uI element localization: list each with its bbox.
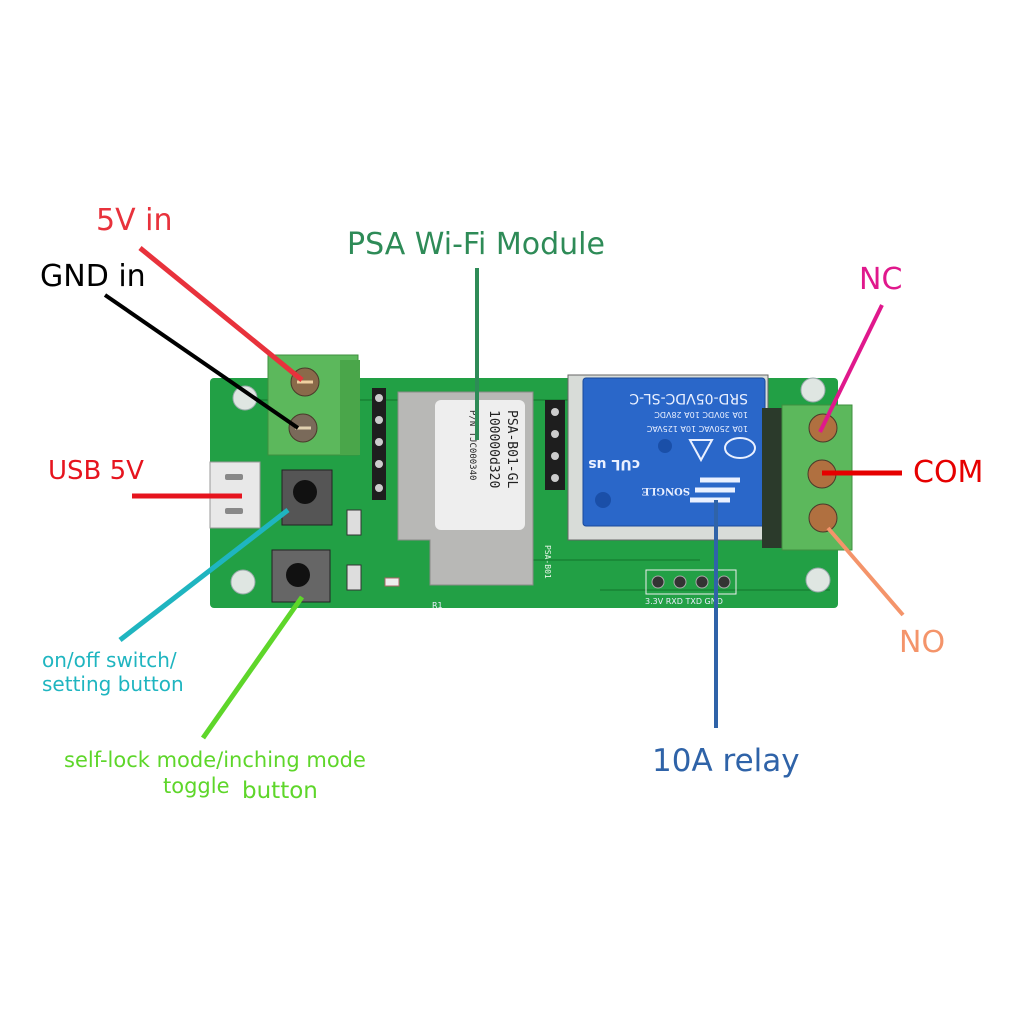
mount-hole-top-right <box>800 377 826 403</box>
relay-rating-text-1: 10A 250VAC 10A 125VAC <box>646 424 748 433</box>
module-pn-text: P/N TJC000340 <box>467 410 477 480</box>
label-selflock-line2b: button <box>242 778 318 804</box>
label-selflock-line1: self-lock mode/inching mode <box>64 748 366 772</box>
callout-line-5v-in <box>138 246 304 382</box>
callout-line-selflock <box>200 595 305 740</box>
pin-header-left <box>372 388 386 500</box>
label-gnd-in: GND in <box>40 259 146 294</box>
relay-triangle-icon <box>688 439 714 463</box>
label-no: NO <box>899 625 946 660</box>
module-label-sticker <box>435 400 525 530</box>
label-onoff-line2: setting button <box>42 672 184 696</box>
tactile-button-mode <box>271 549 331 603</box>
smd-resistor <box>384 577 400 587</box>
callout-line-gnd-in <box>103 293 300 430</box>
callout-line-no <box>826 526 905 617</box>
relay-brand-text: SONGLE <box>641 485 690 496</box>
resistor-label: R1 <box>432 601 443 610</box>
pin-header-right <box>545 400 565 490</box>
mount-hole-bottom-left <box>230 569 256 595</box>
label-usb-5v: USB 5V <box>48 456 144 486</box>
label-nc: NC <box>859 262 903 297</box>
module-id-text: 100000d320 <box>486 410 501 488</box>
terminal-screw-no <box>808 503 838 533</box>
label-selflock-line2a: toggle <box>163 774 230 798</box>
label-com: COM <box>913 455 984 490</box>
tactile-button-onoff <box>281 469 333 526</box>
relay-cert-ul: cUL us <box>588 456 640 472</box>
relay-component: SRD-05VDC-SL-C 10A 250VAC 10A 125VAC 10A… <box>567 374 769 541</box>
label-wifi-module: PSA Wi-Fi Module <box>347 227 605 262</box>
output-terminal-block <box>762 404 853 551</box>
songle-logo-icon <box>690 477 740 503</box>
label-relay: 10A relay <box>652 743 800 779</box>
label-onoff-line1: on/off switch/ <box>42 648 177 672</box>
serial-header-text: 3.3V RXD TXD GND <box>645 597 723 606</box>
serial-header: 3.3V RXD TXD GND <box>645 569 737 606</box>
relay-rating-text-2: 10A 30VDC 10A 28VDC <box>654 410 748 419</box>
callout-line-nc <box>818 304 884 433</box>
mount-hole-bottom-right <box>805 567 831 593</box>
wifi-module: PSA-B01-GL 100000d320 P/N TJC000340 PSA-… <box>397 391 552 586</box>
relay-cert-cqc-icon <box>724 437 756 459</box>
led-indicator-2 <box>346 564 362 591</box>
led-indicator <box>346 509 362 536</box>
label-5v-in: 5V in <box>96 203 173 238</box>
callout-line-onoff <box>118 508 290 642</box>
power-terminal-block <box>267 354 360 456</box>
module-model-text: PSA-B01-GL <box>504 410 519 488</box>
relay-model-text: SRD-05VDC-SL-C <box>629 390 748 406</box>
module-silk-text: PSA-B01 <box>543 545 552 579</box>
